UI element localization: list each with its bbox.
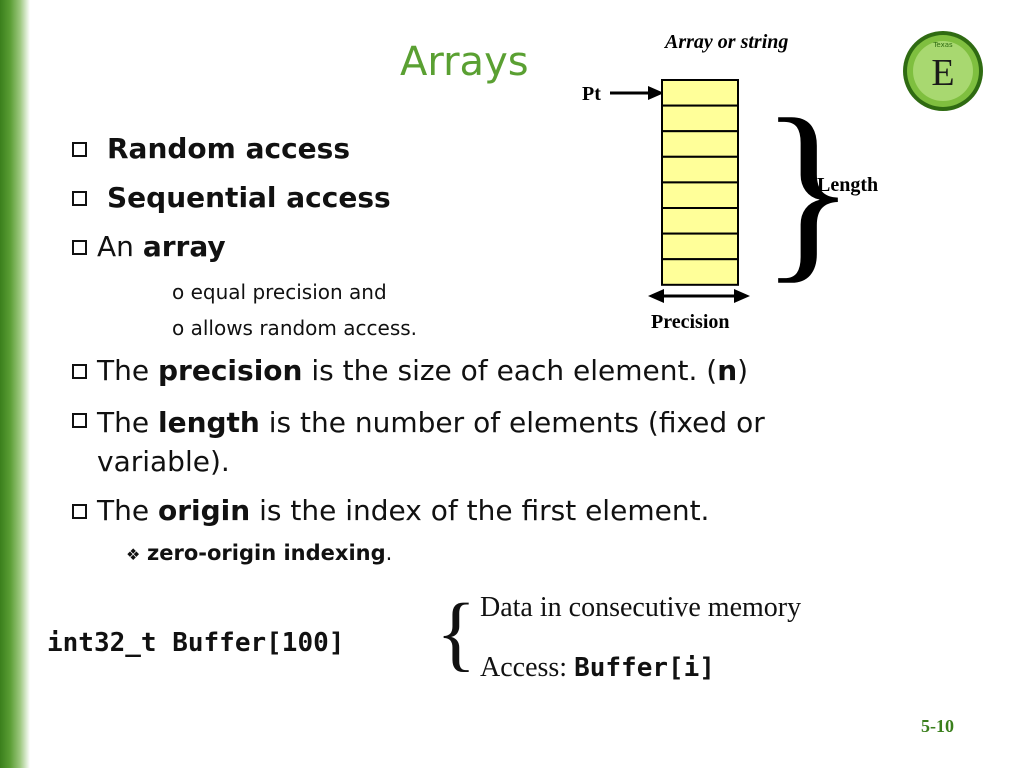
diamond-bullet-icon: ❖ bbox=[126, 545, 141, 564]
array-cells bbox=[661, 79, 739, 286]
sub-bullet-random-access: o allows random access. bbox=[172, 316, 418, 340]
checkbox-bullet-icon bbox=[72, 240, 87, 255]
side-accent-bar bbox=[0, 0, 30, 768]
array-cell bbox=[661, 181, 739, 209]
bullet-text: An array bbox=[97, 230, 226, 263]
checkbox-bullet-icon bbox=[72, 364, 87, 379]
sub-bullet-equal-precision: o equal precision and bbox=[172, 280, 387, 304]
array-cell bbox=[661, 155, 739, 184]
code-declaration: int32_t Buffer[100] bbox=[47, 628, 345, 658]
array-diagram: Array or string Pt } Length Precision bbox=[582, 31, 878, 333]
pointer-arrowhead bbox=[648, 86, 664, 100]
bullet-sequential-access: Sequential access bbox=[72, 181, 391, 214]
bullet-text: The length is the number of elements (fi… bbox=[97, 406, 765, 479]
pointer-label: Pt bbox=[582, 83, 601, 105]
sub-bullet-zero-origin: ❖ zero-origin indexing. bbox=[126, 541, 393, 565]
bullet-array: An array bbox=[72, 230, 226, 263]
code-note-access: Access: Buffer[i] bbox=[480, 652, 715, 683]
array-cell bbox=[661, 104, 739, 133]
diagram-top-label: Array or string bbox=[663, 31, 788, 53]
logo: Texas E bbox=[903, 31, 983, 111]
precision-arrowhead-left bbox=[648, 289, 664, 303]
logo-letter: E bbox=[931, 52, 954, 94]
code-note-consecutive: Data in consecutive memory bbox=[480, 592, 802, 623]
checkbox-bullet-icon bbox=[72, 142, 87, 157]
array-cell bbox=[661, 258, 739, 286]
page-number: 5-10 bbox=[921, 716, 954, 736]
slide-title: Arrays bbox=[400, 39, 529, 85]
checkbox-bullet-icon bbox=[72, 191, 87, 206]
code-brace: { bbox=[436, 587, 477, 680]
length-label: Length bbox=[817, 174, 878, 196]
checkbox-bullet-icon bbox=[72, 413, 87, 428]
bullet-origin: The origin is the index of the first ele… bbox=[72, 494, 709, 527]
precision-arrowhead-right bbox=[734, 289, 750, 303]
bullet-text: The precision is the size of each elemen… bbox=[97, 354, 749, 387]
bullet-text: Sequential access bbox=[107, 181, 391, 214]
array-cell bbox=[661, 232, 739, 261]
bullet-random-access: Random access bbox=[72, 132, 350, 165]
array-cell bbox=[661, 207, 739, 235]
array-cell bbox=[661, 130, 739, 158]
precision-label: Precision bbox=[651, 311, 730, 333]
checkbox-bullet-icon bbox=[72, 504, 87, 519]
bullet-text: The origin is the index of the first ele… bbox=[97, 494, 710, 527]
array-cell bbox=[661, 79, 739, 107]
bullet-length: The length is the number of elements (fi… bbox=[72, 403, 765, 481]
logo-small-text: Texas bbox=[932, 41, 953, 49]
length-brace: } bbox=[760, 79, 856, 300]
bullet-precision: The precision is the size of each elemen… bbox=[72, 354, 748, 387]
bullet-text: Random access bbox=[107, 132, 351, 165]
